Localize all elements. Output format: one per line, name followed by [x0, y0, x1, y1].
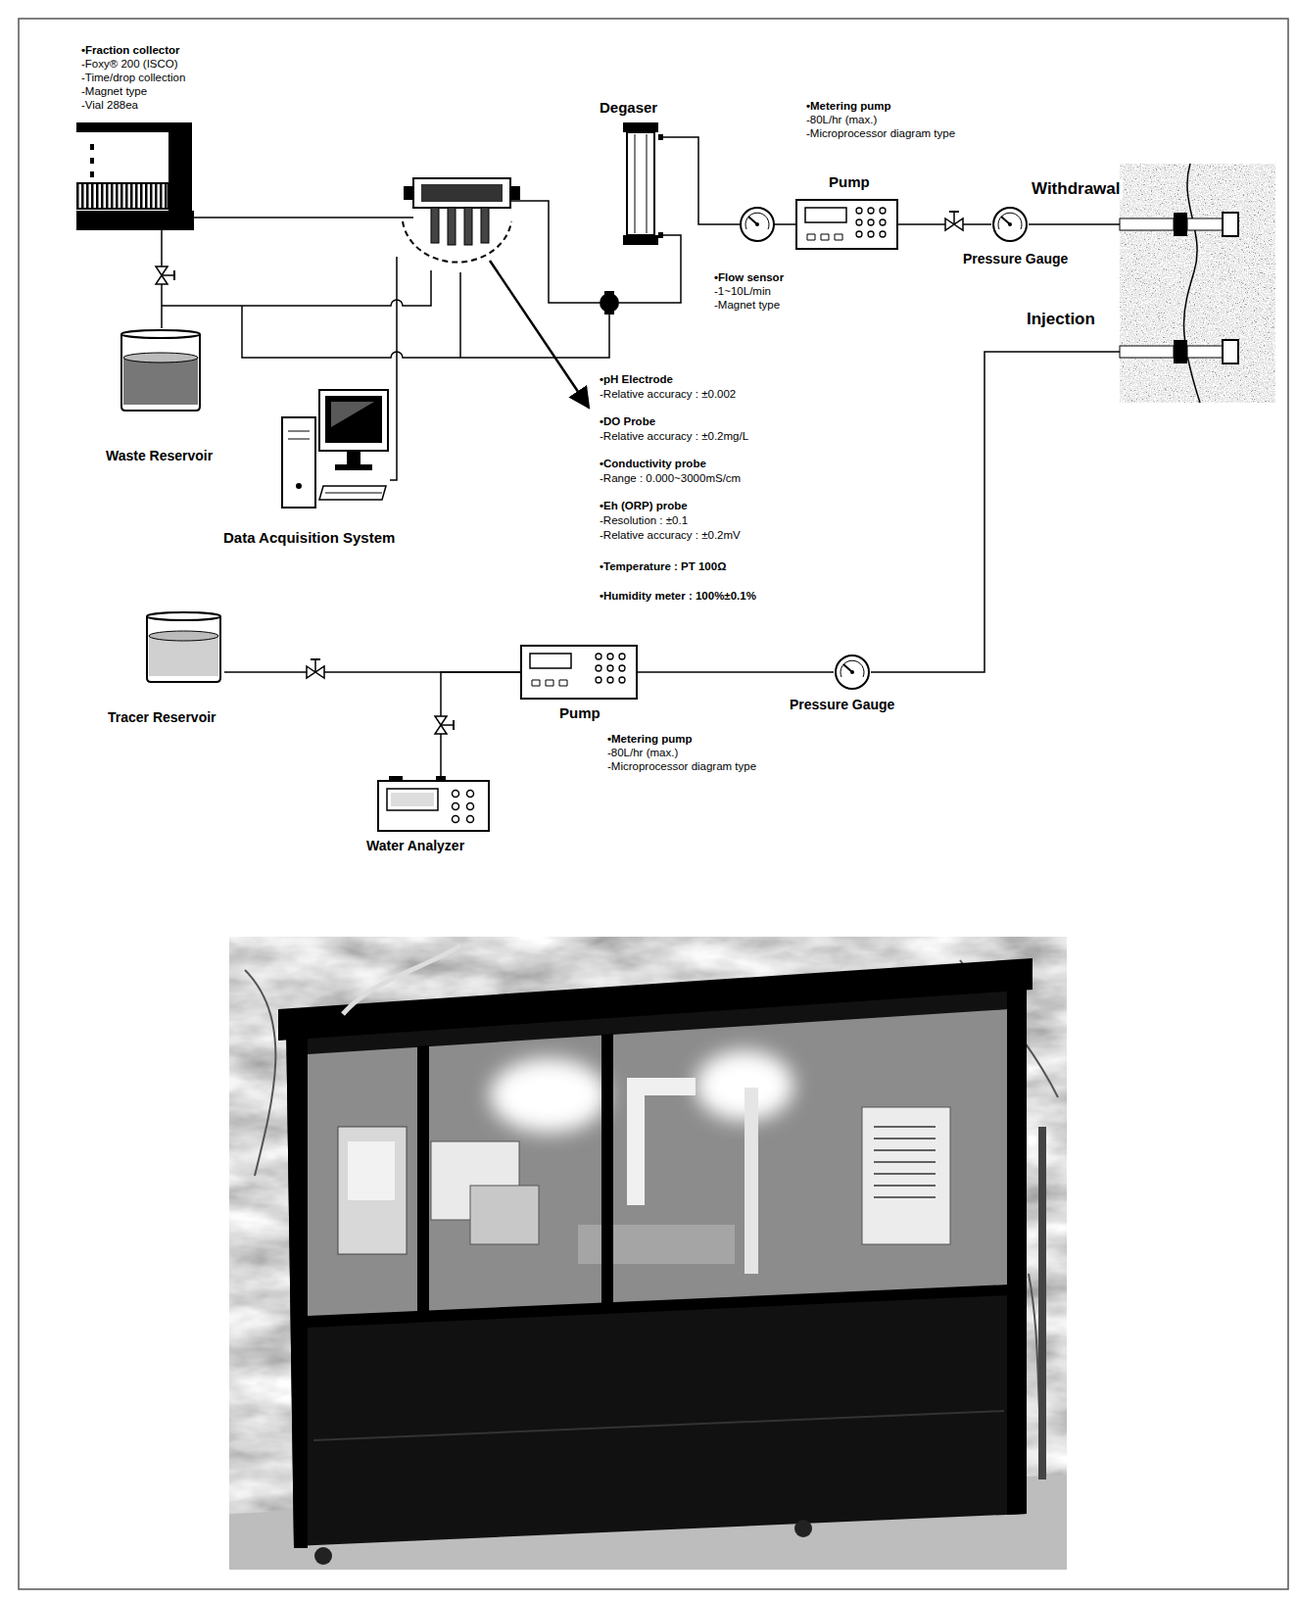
pressure-gauge: Pressure Gauge [833, 653, 871, 691]
spec-text: -80L/hr (max.) [806, 113, 877, 127]
spec-text: -80L/hr (max.) [607, 746, 678, 760]
waste-reservoir: Waste Reservoir [117, 328, 204, 413]
rock-mass: WithdrawalInjection [1119, 163, 1276, 403]
data-acquisition-computer-icon [280, 387, 390, 516]
node-label: Pump [559, 704, 601, 721]
spec-text: -Microprocessor diagram type [607, 760, 757, 773]
waste-reservoir-icon [117, 328, 204, 413]
node-label: -Time/drop collection [81, 71, 186, 85]
metering-pump: Pump [795, 198, 899, 250]
spec-text: -Microprocessor diagram type [806, 127, 956, 141]
fraction-collector-icon [76, 122, 194, 231]
tracer-reservoir-icon [143, 610, 225, 684]
spec-text: -Magnet type [714, 298, 780, 312]
pressure-gauge-icon [991, 205, 1029, 243]
node-label: Pressure Gauge [789, 696, 895, 713]
spec-text: -Relative accuracy : ±0.2mg/L [599, 430, 749, 443]
node-label: -Foxy® 200 (ISCO) [81, 57, 179, 71]
node-heading: •Fraction collector [81, 44, 181, 57]
node-label: Pump [828, 173, 870, 191]
node-label: Tracer Reservoir [107, 709, 217, 725]
node-label: Waste Reservoir [105, 447, 213, 464]
spec-text: •Conductivity probe [599, 457, 707, 471]
fraction-collector: •Fraction collector-Foxy® 200 (ISCO)-Tim… [76, 122, 194, 231]
spec-text: -1~10L/min [714, 285, 771, 298]
site-photo [229, 936, 1067, 1570]
spec-text: •Metering pump [806, 99, 891, 113]
node-label: -Magnet type [81, 85, 147, 98]
spec-text: •DO Probe [599, 415, 656, 429]
pipe-line [663, 137, 796, 225]
data-acquisition-computer: Data Acquisition System [280, 387, 390, 516]
node-label: Withdrawal [1029, 179, 1123, 199]
spec-text: -Resolution : ±0.1 [599, 514, 688, 528]
spec-text: -Range : 0.000~3000mS/cm [599, 472, 741, 485]
spec-text: -Relative accuracy : ±0.002 [599, 387, 736, 401]
spec-text: •Flow sensor [714, 271, 784, 285]
degaser-tube-icon [623, 122, 664, 245]
node-label: Degaser [599, 98, 658, 116]
rock-mass-icon [1119, 163, 1276, 403]
spec-text: •pH Electrode [599, 373, 673, 386]
spec-text: •Eh (ORP) probe [599, 499, 688, 513]
spec-text: •Temperature : PT 100Ω [599, 560, 726, 574]
water-analyzer-icon [377, 775, 490, 832]
spec-text: •Humidity meter : 100%±0.1% [599, 589, 757, 603]
pipe-line [870, 351, 1120, 673]
node-label: -Vial 288ea [81, 98, 139, 112]
tracer-reservoir: Tracer Reservoir [143, 610, 225, 684]
metering-pump-icon [520, 644, 638, 700]
pressure-gauge-icon [833, 653, 871, 691]
node-label: Data Acquisition System [223, 528, 395, 546]
node-label: Injection [1024, 309, 1098, 330]
spec-text: •Metering pump [607, 732, 692, 746]
node-label: Pressure Gauge [962, 250, 1068, 267]
pressure-gauge: Pressure Gauge [991, 205, 1029, 243]
degaser-tube: Degaser [623, 122, 664, 245]
water-analyzer: Water Analyzer [377, 775, 490, 832]
pipe-line [1028, 223, 1120, 226]
metering-pump: Pump [520, 644, 638, 700]
spec-text: -Relative accuracy : ±0.2mV [599, 528, 741, 542]
metering-pump-icon [795, 198, 899, 250]
pipe-line [637, 671, 834, 673]
node-label: Water Analyzer [366, 837, 465, 854]
